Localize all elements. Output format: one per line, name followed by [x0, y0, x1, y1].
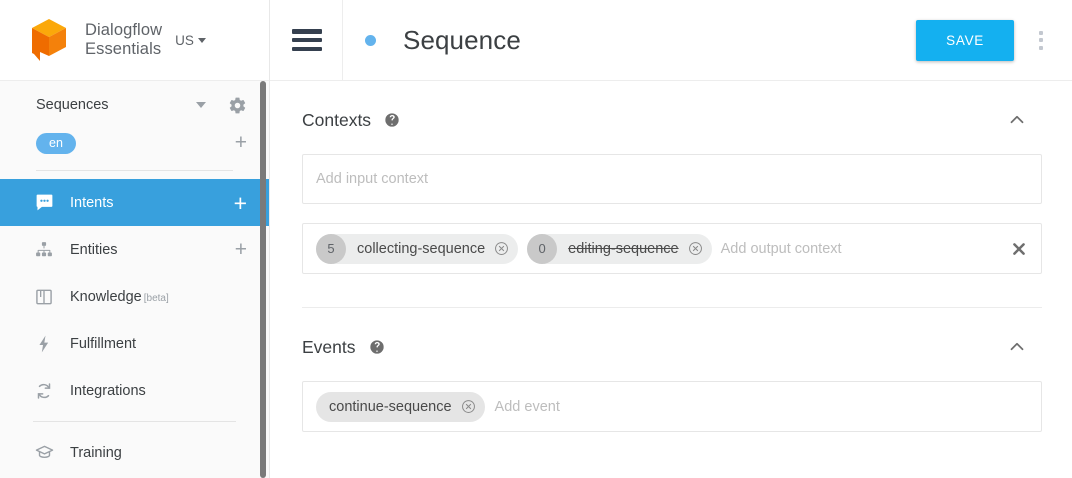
collapse-contexts-chevron-up-icon[interactable]	[1006, 109, 1028, 131]
remove-circle-icon[interactable]	[688, 241, 703, 256]
sidebar-item-label: Intents	[70, 194, 114, 211]
contexts-title: Contexts	[302, 109, 372, 130]
context-lifespan-badge[interactable]: 0	[527, 233, 558, 264]
sidebar-item-intents[interactable]: Intents +	[0, 179, 269, 226]
sidebar: Dialogflow Essentials US Sequences en +	[0, 0, 270, 478]
collapse-events-chevron-up-icon[interactable]	[1006, 336, 1028, 358]
brand-header: Dialogflow Essentials US	[0, 0, 269, 81]
page-title: Sequence	[403, 24, 521, 55]
output-context-placeholder: Add output context	[720, 240, 842, 257]
hamburger-menu-icon[interactable]	[292, 29, 322, 51]
kebab-menu-icon[interactable]	[1028, 26, 1054, 54]
output-context-chip[interactable]: 5 collecting-sequence	[316, 233, 519, 264]
add-event-placeholder: Add event	[494, 398, 560, 415]
book-icon	[33, 286, 55, 308]
output-context-chip[interactable]: 0 editing-sequence	[527, 233, 712, 264]
events-header: Events	[302, 332, 1042, 362]
sidebar-item-label: Knowledge [beta]	[70, 289, 247, 305]
contexts-section: Contexts Add input context	[302, 81, 1042, 308]
main-panel: Sequence SAVE Contexts	[270, 0, 1072, 478]
org-chart-icon	[33, 239, 55, 261]
save-button[interactable]: SAVE	[916, 19, 1014, 61]
caret-down-icon[interactable]	[196, 102, 206, 108]
vertical-divider	[342, 0, 343, 81]
section-separator	[302, 307, 1042, 308]
region-selector[interactable]: US	[175, 33, 206, 48]
output-context-field[interactable]: 5 collecting-sequence 0 editing-sequence	[302, 223, 1042, 274]
contexts-header: Contexts	[302, 105, 1042, 135]
chat-bubble-icon	[33, 192, 55, 214]
sidebar-item-label: Entities	[70, 241, 118, 258]
add-language-button[interactable]: +	[234, 131, 247, 154]
input-context-placeholder: Add input context	[316, 171, 429, 187]
remove-circle-icon[interactable]	[494, 241, 509, 256]
sidebar-item-label: Integrations	[70, 382, 146, 399]
agent-selector[interactable]: Sequences	[0, 85, 269, 125]
region-label: US	[175, 32, 194, 48]
events-title: Events	[302, 336, 356, 357]
graduation-cap-icon	[33, 442, 55, 464]
input-context-field[interactable]: Add input context	[302, 154, 1042, 204]
help-circle-icon[interactable]	[369, 339, 385, 355]
event-name: continue-sequence	[329, 398, 452, 415]
product-name: Dialogflow Essentials	[85, 21, 163, 58]
add-entity-button[interactable]: +	[234, 237, 247, 261]
lightning-bolt-icon	[33, 333, 55, 355]
status-dot	[365, 34, 376, 46]
sidebar-item-label: Training	[70, 444, 122, 461]
events-field[interactable]: continue-sequence Add event	[302, 381, 1042, 432]
sidebar-nav: Intents + Entities +	[0, 179, 269, 476]
clear-output-contexts-close-icon[interactable]	[1009, 239, 1029, 259]
agent-name: Sequences	[36, 97, 109, 113]
beta-badge: [beta]	[143, 292, 169, 304]
help-circle-icon[interactable]	[384, 112, 400, 128]
sidebar-item-training[interactable]: Training	[0, 429, 269, 476]
sidebar-item-integrations[interactable]: Integrations	[0, 367, 269, 414]
gear-icon[interactable]	[228, 96, 247, 115]
nav-divider	[33, 421, 236, 422]
content-area: Contexts Add input context	[270, 81, 1072, 478]
sync-arrows-icon	[33, 380, 55, 402]
knowledge-text: Knowledge	[70, 288, 142, 305]
sidebar-item-label: Fulfillment	[70, 335, 137, 352]
context-name: collecting-sequence	[357, 240, 486, 257]
remove-circle-icon[interactable]	[461, 399, 476, 414]
language-row: en +	[0, 125, 269, 161]
context-lifespan-badge[interactable]: 5	[316, 233, 346, 264]
scrollbar-thumb[interactable]	[260, 81, 266, 478]
sidebar-item-entities[interactable]: Entities +	[0, 226, 269, 273]
sidebar-divider	[36, 170, 233, 171]
top-bar: Sequence SAVE	[270, 0, 1072, 81]
caret-down-icon	[197, 37, 206, 43]
sidebar-scrollbar[interactable]	[260, 81, 266, 478]
sidebar-item-fulfillment[interactable]: Fulfillment	[0, 320, 269, 367]
events-section: Events continue-s	[302, 308, 1042, 432]
event-chip[interactable]: continue-sequence	[316, 391, 485, 422]
context-name: editing-sequence	[568, 240, 679, 257]
sidebar-item-knowledge[interactable]: Knowledge [beta]	[0, 273, 269, 320]
language-chip-en[interactable]: en	[36, 132, 76, 154]
add-intent-button[interactable]: +	[233, 189, 247, 216]
dialogflow-logo-icon	[26, 16, 72, 64]
